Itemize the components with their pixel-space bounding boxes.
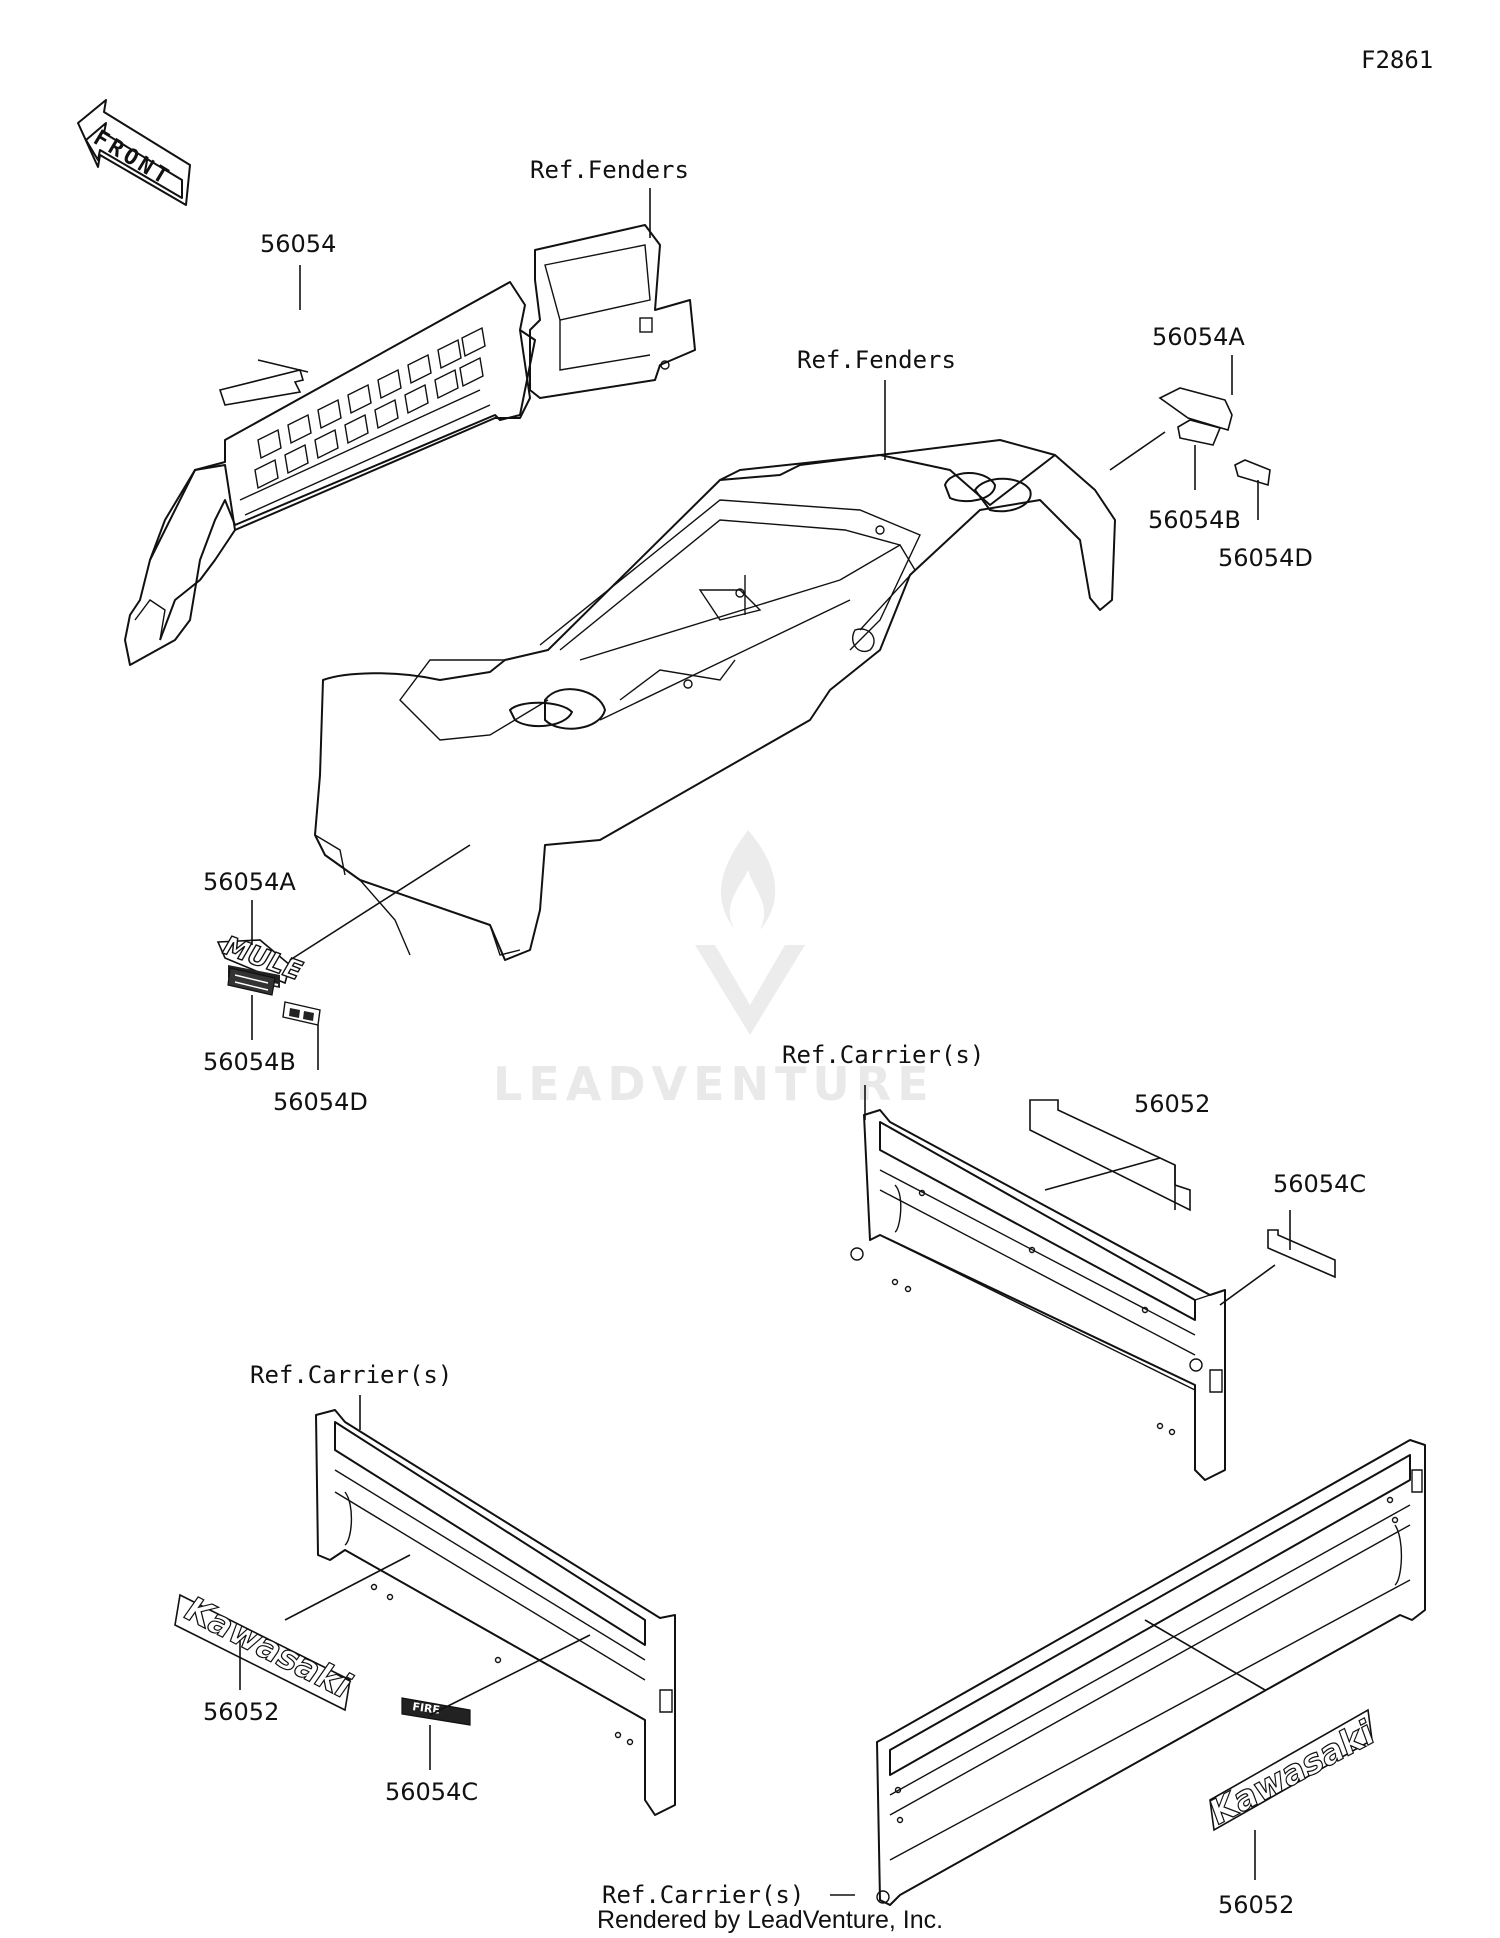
callout-ref-carrier-rear: Ref.Carrier(s) — [782, 1041, 984, 1069]
leader-lines — [239, 188, 1291, 1896]
decal-56054d-right — [1234, 459, 1271, 487]
decal-56054d-left — [282, 1001, 321, 1026]
decal-56054a-right — [1158, 387, 1233, 432]
rear-fender-body — [314, 439, 1116, 961]
front-grille-panel — [124, 224, 696, 666]
callout-56052-rear: 56052 — [1134, 1090, 1210, 1118]
decal-56054-grille — [218, 369, 305, 406]
callout-56054b-left: 56054B — [203, 1048, 296, 1076]
kawasaki-decal-right: Kawasaki — [1205, 1708, 1380, 1835]
callout-ref-carrier-left: Ref.Carrier(s) — [250, 1361, 452, 1389]
figure-code: F2861 — [1361, 46, 1433, 74]
footer-credit: Rendered by LeadVenture, Inc. — [597, 1906, 943, 1934]
callout-56054a-right: 56054A — [1152, 323, 1245, 351]
callout-56054-grille: 56054 — [260, 230, 336, 258]
kawasaki-decal-left: Kawasaki — [174, 1590, 361, 1712]
decal-56054b-right — [1177, 419, 1222, 446]
callout-56054c-rear: 56054C — [1273, 1170, 1366, 1198]
front-arrow-icon: FRONT — [77, 99, 191, 206]
carrier-panel-left — [315, 1409, 676, 1816]
decal-56054c-rear-panel — [1267, 1229, 1336, 1279]
carrier-panel-right — [876, 1439, 1426, 1906]
kawasaki-decal-left-text: Kawasaki — [176, 1590, 360, 1705]
watermark: LEADVENTURE — [493, 830, 935, 1111]
callout-ref-fenders-front: Ref.Fenders — [530, 156, 689, 184]
watermark-text: LEADVENTURE — [493, 1057, 935, 1111]
decal-56054b-left — [227, 967, 276, 996]
carrier-panel-rear — [850, 1109, 1226, 1481]
kawasaki-decal-right-text: Kawasaki — [1205, 1712, 1379, 1835]
callout-56054c-left: 56054C — [385, 1778, 478, 1806]
callout-56054d-left: 56054D — [273, 1088, 368, 1116]
callout-56052-right: 56052 — [1218, 1891, 1294, 1919]
front-arrow-label: FRONT — [89, 126, 176, 192]
callout-56054b-right: 56054B — [1148, 506, 1241, 534]
callout-56054d-right: 56054D — [1218, 544, 1313, 572]
callout-56052-left: 56052 — [203, 1698, 279, 1726]
callout-ref-carrier-right: Ref.Carrier(s) — [602, 1881, 804, 1909]
callout-56054a-left: 56054A — [203, 868, 296, 896]
callout-ref-fenders-main: Ref.Fenders — [797, 346, 956, 374]
